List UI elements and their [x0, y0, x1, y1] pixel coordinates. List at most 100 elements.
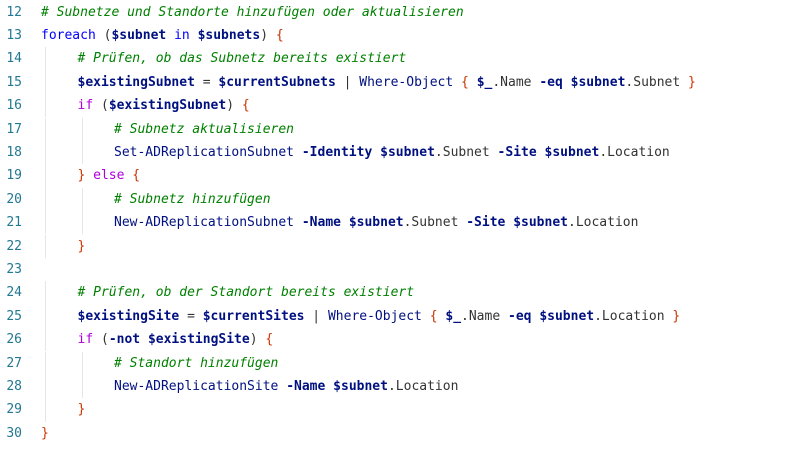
code-token: $existingSite: [77, 308, 180, 324]
code-text: # Prüfen, ob das Subnetz bereits existie…: [78, 47, 407, 70]
line-number: 17: [6, 121, 22, 137]
line-number: 25: [6, 308, 22, 324]
code-token: [85, 168, 93, 183]
line-number: 15: [6, 74, 22, 90]
code-token: New-ADReplicationSubnet: [114, 215, 295, 231]
code-token: {: [275, 27, 284, 43]
code-token: [563, 75, 571, 90]
code-token: [325, 379, 333, 394]
code-line[interactable]: 29}: [0, 398, 800, 422]
code-token: # Prüfen, ob der Standort bereits existi…: [77, 285, 415, 301]
code-token: (: [95, 27, 112, 43]
code-line[interactable]: 24 # Prüfen, ob der Standort bereits exis…: [0, 281, 800, 305]
code-line[interactable]: 30}: [0, 422, 800, 445]
line-number: 14: [6, 51, 22, 67]
indent-guide: [45, 374, 46, 399]
line-number: 26: [6, 332, 22, 348]
code-token: |: [304, 308, 328, 324]
code-text: $existingSite = $currentSites | Where-Ob…: [78, 305, 681, 328]
code-token: $subnet: [544, 144, 600, 160]
code-token: .Name: [461, 308, 508, 324]
code-token: ): [249, 332, 266, 348]
indent-guide: [45, 211, 46, 235]
indent-guide: [45, 328, 46, 352]
line-number: 21: [6, 215, 22, 231]
code-text: }: [78, 235, 86, 258]
code-token: {: [461, 74, 469, 90]
code-token: .Location: [387, 378, 459, 394]
code-text: # Subnetz hinzufügen: [114, 188, 271, 211]
code-token: [166, 28, 174, 43]
indent-guide: [45, 304, 46, 329]
code-token: if: [77, 332, 94, 348]
indent-guide: [45, 70, 46, 95]
code-line[interactable]: 14 # Prüfen, ob das Subnetz bereits exist…: [0, 47, 800, 71]
code-token: $subnet: [380, 144, 435, 160]
code-line[interactable]: 25 $existingSite = $currentSites | Where-…: [0, 304, 800, 329]
code-token: -not: [108, 332, 141, 348]
code-token: New-ADReplicationSite: [114, 378, 279, 394]
code-token: {: [265, 332, 274, 348]
code-token: # Prüfen, ob das Subnetz bereits existie…: [77, 51, 407, 67]
line-number: 24: [6, 285, 22, 301]
code-token: [294, 145, 302, 160]
indent-guide: [45, 187, 46, 212]
code-line[interactable]: 23: [0, 258, 800, 281]
code-line[interactable]: 22}: [0, 234, 800, 258]
code-line[interactable]: 20# Subnetz hinzufügen: [0, 187, 800, 212]
code-line[interactable]: 12# Subnetze und Standorte hinzufügen od…: [0, 1, 800, 24]
code-token: [190, 28, 198, 43]
code-token: [453, 75, 461, 90]
indent-guide: [45, 140, 46, 165]
code-line[interactable]: 19} else {: [0, 164, 800, 188]
code-token: .Subnet: [403, 215, 467, 231]
code-token: [294, 215, 302, 230]
code-token: .Location: [594, 308, 673, 324]
code-token: $subnet: [570, 74, 626, 90]
indent-guide: [81, 187, 83, 212]
code-token: [469, 75, 477, 90]
code-token: foreach: [41, 27, 96, 43]
line-number: 19: [6, 168, 22, 184]
code-token: [422, 309, 430, 324]
indent-guide: [81, 211, 83, 235]
code-line[interactable]: 27# Standort hinzufügen: [0, 351, 800, 375]
code-token: }: [688, 74, 696, 90]
code-line[interactable]: 17# Subnetz aktualisieren: [0, 117, 800, 141]
code-token: $existingSubnet: [108, 98, 227, 114]
code-token: }: [672, 308, 681, 324]
code-text: # Prüfen, ob der Standort bereits existi…: [78, 281, 415, 304]
code-token: .Name: [492, 74, 540, 90]
code-line[interactable]: 28 New-ADReplicationSite -Name $subnet.Lo…: [0, 374, 800, 399]
code-token: .Location: [599, 144, 670, 160]
code-token: in: [174, 27, 190, 43]
code-token: Set-ADReplicationSubnet: [114, 144, 295, 160]
code-text: if (-not $existingSite) {: [78, 328, 274, 351]
code-line[interactable]: 15$existingSubnet = $currentSubnets | Wh…: [0, 70, 800, 95]
indent-guide: [45, 164, 46, 188]
code-token: # Subnetz hinzufügen: [114, 191, 271, 207]
indent-guide: [81, 374, 83, 399]
code-token: }: [41, 425, 49, 441]
indent-guide: [45, 398, 46, 422]
indent-guide: [45, 47, 46, 71]
code-token: -Name: [286, 378, 326, 394]
line-number: 28: [6, 378, 22, 394]
code-token: $subnet: [333, 378, 388, 394]
code-token: $currentSites: [202, 308, 305, 324]
code-token: [537, 145, 545, 160]
code-token: $currentSubnets: [218, 74, 336, 90]
code-token: (: [93, 332, 109, 348]
code-token: .Subnet: [625, 74, 689, 90]
code-line[interactable]: 26 if (-not $existingSite) {: [0, 328, 800, 352]
code-token: }: [77, 402, 86, 418]
code-token: -Site: [466, 215, 506, 231]
code-token: [140, 332, 148, 347]
code-text: # Standort hinzufügen: [114, 352, 278, 375]
code-token: |: [335, 74, 360, 90]
